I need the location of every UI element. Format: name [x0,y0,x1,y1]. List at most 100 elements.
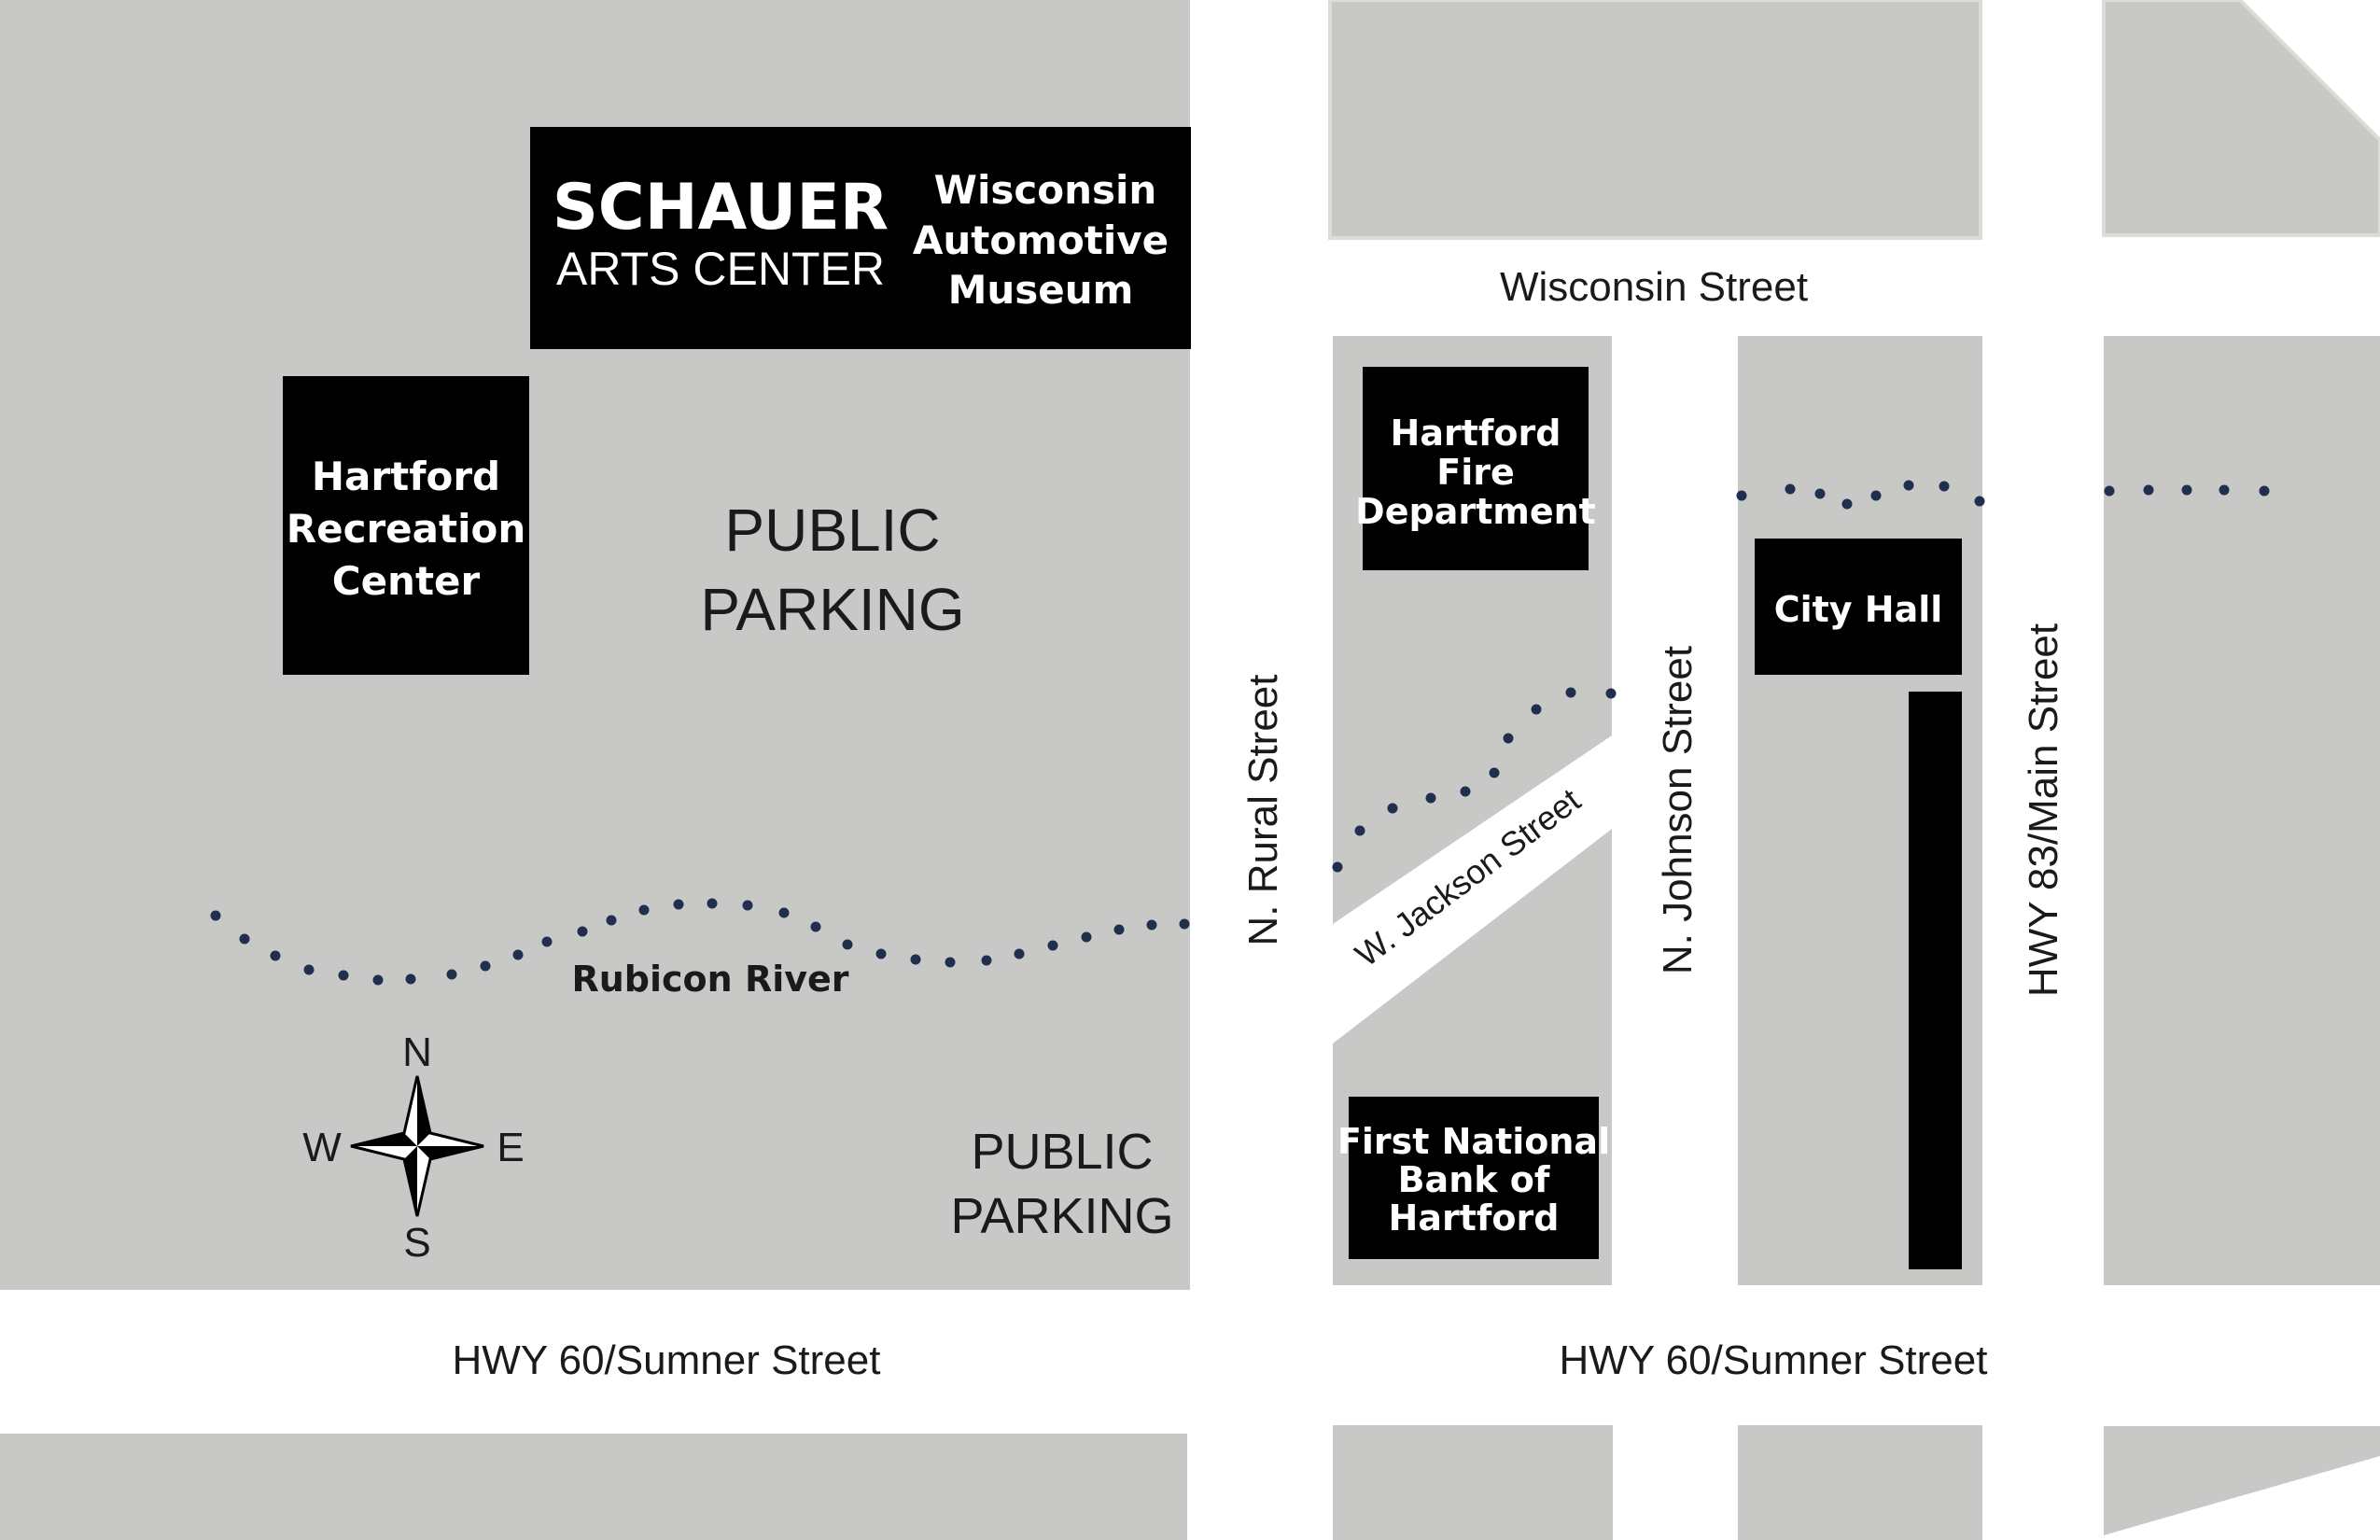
river-dot [2181,484,2192,496]
recreation-label-line-1: Hartford [312,454,500,499]
river-dot [405,973,416,985]
river-dot [1870,490,1882,501]
block-south-center [1333,1425,1613,1540]
river-dot [1531,704,1542,715]
river-dot [239,933,250,945]
parking-top-line-2: PARKING [700,576,964,643]
river-dot [303,964,315,975]
river-dot [1354,825,1365,836]
river-dot [1939,481,1950,492]
river-dot [446,969,457,980]
river-dot [707,898,718,909]
river-dot [1113,924,1125,935]
compass-star-south-west [404,1146,417,1216]
city-hall-building[interactable] [1755,539,1962,675]
block-north-east [2102,0,2380,237]
river-dot [1081,931,1092,943]
museum-label-line-3: Museum [948,267,1134,313]
buildings [283,127,1962,1269]
schauer-arts-center-building[interactable] [530,127,1191,349]
river-dot [372,974,384,986]
river-dot [606,915,617,926]
river-dot [1841,498,1853,510]
river-dot [1489,767,1500,778]
compass-rose-icon: N S E W [302,1029,524,1266]
schauer-subtitle: ARTS CENTER [556,243,885,295]
river-dot [2259,485,2270,497]
river-dot [1146,919,1157,931]
river-dot [2143,484,2154,496]
river-dot [1605,688,1617,699]
street-label-main: HWY 83/Main Street [2021,623,2066,997]
recreation-center-building[interactable] [283,376,529,675]
recreation-label: Hartford Recreation Center [287,454,526,604]
parking-bottom-line-1: PUBLIC [971,1124,1153,1180]
fire-department-building[interactable] [1363,367,1589,570]
river-dot [945,957,956,968]
bank-label: First National Bank of Hartford [1337,1121,1610,1239]
river-dot [210,910,221,921]
river-dot [1047,940,1058,951]
main-street-building [1909,692,1962,1269]
river-dot [1332,861,1343,873]
river-dot [1014,948,1025,959]
river-dot [981,955,992,966]
river-dot [338,970,349,981]
public-parking-top: PUBLIC PARKING [700,497,964,643]
river-dot [910,954,921,965]
river-dot [1503,733,1514,744]
river-dot [512,949,524,960]
river-dot [1974,496,1985,507]
museum-label-line-1: Wisconsin [934,167,1157,213]
river-dot [875,948,887,959]
street-label-johnson: N. Johnson Street [1655,646,1701,974]
river-dot [673,899,684,910]
city-hall-label: City Hall [1774,589,1943,630]
street-label-sumner-right: HWY 60/Sumner Street [1560,1337,1988,1383]
recreation-label-line-3: Center [332,558,481,604]
river-label: Rubicon River [571,959,848,1000]
river-dot [1814,488,1826,499]
river-dot [1903,480,1914,491]
river-dot [638,904,650,916]
parking-top-line-1: PUBLIC [724,497,940,564]
river-dot [1785,483,1796,495]
river-dot [778,907,790,918]
river-dot [1565,687,1576,698]
fire-label: Hartford Fire Department [1355,413,1596,532]
bank-building[interactable] [1349,1097,1599,1259]
compass-star-north-east [417,1076,430,1146]
street-label-rural: N. Rural Street [1240,675,1286,946]
river-dot [1179,918,1190,930]
parking-bottom-line-2: PARKING [950,1188,1173,1244]
river-dot [270,950,281,961]
river-dot [577,926,588,937]
museum-label-line-2: Automotive [913,217,1169,263]
compass-east: E [497,1125,524,1170]
block-north-center [1328,0,1982,240]
river-dot [742,900,753,911]
block-south-johnson [1738,1425,1982,1540]
river-dot [2104,485,2115,497]
river-dot [1460,786,1471,797]
river-dot [1425,792,1436,804]
bank-label-line-2: Bank of [1398,1159,1550,1200]
river-dot [1387,803,1398,814]
compass-north: N [402,1029,432,1075]
street-label-sumner-left: HWY 60/Sumner Street [453,1337,881,1383]
bank-label-line-3: Hartford [1389,1197,1560,1239]
compass-south: S [403,1220,430,1266]
compass-star-west-north [351,1133,417,1146]
compass-west: W [302,1125,342,1170]
river-dot [1736,490,1747,501]
bank-label-line-1: First National [1337,1121,1610,1162]
museum-label: Wisconsin Automotive Museum [913,167,1169,313]
fire-label-line-3: Department [1355,491,1596,532]
block-east [2104,336,2380,1285]
schauer-logo[interactable]: SCHAUER ARTS CENTER [553,171,889,295]
fire-label-line-1: Hartford [1391,413,1561,454]
river-dot [810,921,821,932]
block-south-east [2104,1426,2380,1535]
river-dot [2219,484,2230,496]
